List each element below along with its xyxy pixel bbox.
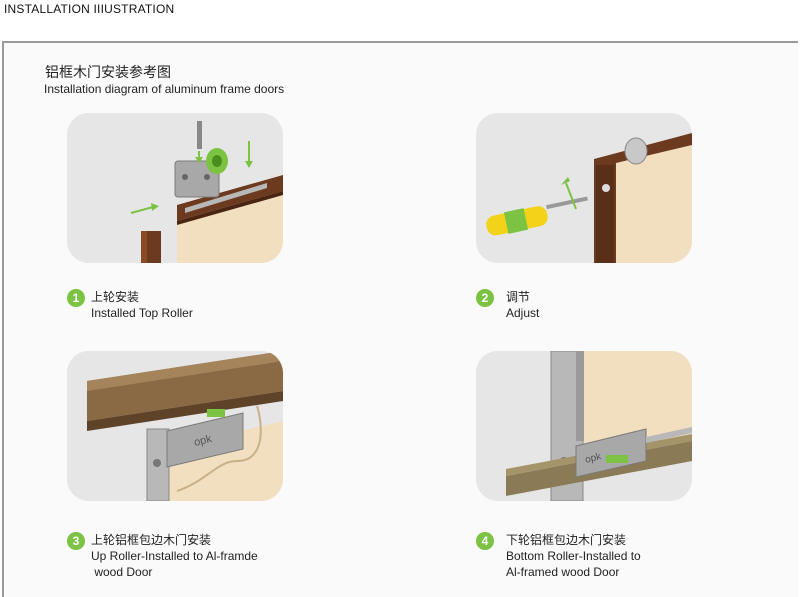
screw [197,121,202,149]
step-2-badge: 2 [476,289,494,307]
brand-label: opk [584,451,603,466]
step-1-title-cn: 上轮安装 [91,290,140,304]
step-4-caption: 4 下轮铝框包边木门安装 Bottom Roller-Installed to … [476,532,641,580]
roller-housing [174,160,220,198]
step-4-badge: 4 [476,532,494,550]
roller-housing [166,412,244,468]
door-panel [616,145,692,263]
roller-housing [575,428,647,478]
illustration-bottom-roller: opk [476,351,692,501]
step-3-badge: 3 [67,532,85,550]
step-4-title-en-line1: Bottom Roller-Installed to [506,549,641,563]
step-2-title-cn: 调节 [506,290,531,304]
frame-post [145,231,161,263]
illustration-adjust [476,113,692,263]
step-1-title-en: Installed Top Roller [91,306,193,320]
diagram-title-cn: 铝框木门安装参考图 [45,64,171,80]
step-3-caption: 3 上轮铝框包边木门安装 Up Roller-Installed to Al-f… [67,532,258,580]
illustration-up-roller: opk [67,351,283,501]
illustration-top-roller [67,113,283,263]
step-4-title-cn: 下轮铝框包边木门安装 [506,533,627,547]
page-header: INSTALLATION IIIUSTRATION [4,2,175,16]
step-1-badge: 1 [67,289,85,307]
diagram-title-en: Installation diagram of aluminum frame d… [44,82,285,96]
step-3-title-cn: 上轮铝框包边木门安装 [91,533,212,547]
brand-label: opk [193,433,214,449]
door-panel [177,193,283,263]
door-panel [157,421,283,501]
step-4-title-en-line2: Al-framed wood Door [506,565,620,579]
step-3-title-en-line2: wood Door [91,565,153,579]
roller-wheel [624,137,648,165]
step-1-caption: 1 上轮安装 Installed Top Roller [67,289,193,321]
step-2-caption: 2 调节 Adjust [476,289,539,321]
screwdriver-shaft [546,196,588,210]
step-3-title-en-line1: Up Roller-Installed to Al-framde [91,549,258,563]
step-2-title-en: Adjust [506,306,540,320]
